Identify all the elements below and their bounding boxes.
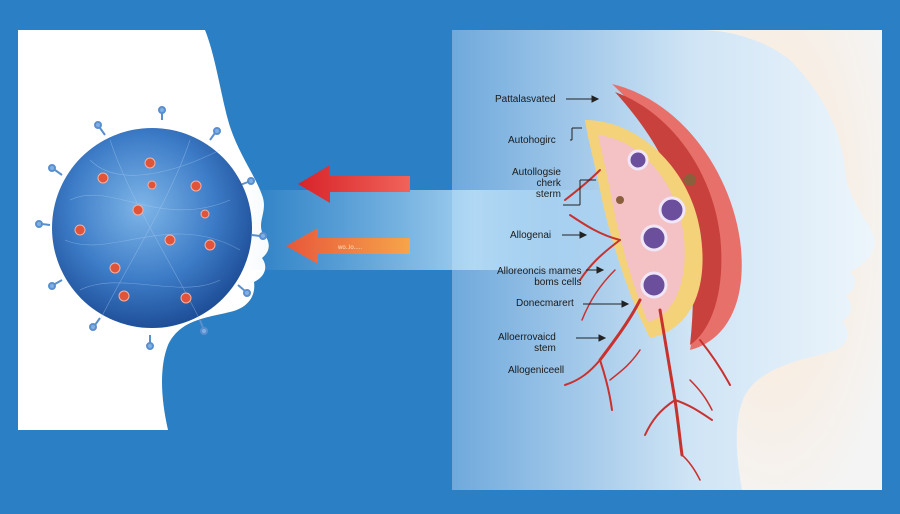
skin-cross-section-icon <box>585 84 742 350</box>
label-pointers <box>562 95 630 342</box>
label-autologsie-line3: sterm <box>535 189 561 200</box>
virus-cell-icon <box>35 106 267 350</box>
label-pattalasvated: Pattalasvated <box>495 94 556 105</box>
label-allogeniceell: Allogeniceell <box>508 365 565 376</box>
arrow-caption: wo..lo..... <box>337 245 362 251</box>
label-autohogirc: Autohogirc <box>508 135 556 146</box>
head-silhouette-right-icon <box>700 30 882 490</box>
label-alloreoncis-line2: boms cells <box>534 277 582 288</box>
label-autologsie-line2: cherk <box>536 178 561 189</box>
label-autologsie-line1: Autollogsie <box>512 167 561 178</box>
blood-vessel-network-icon <box>564 169 731 481</box>
label-alloerrovaicd-line2: stem <box>534 343 556 354</box>
label-alloreoncis-line1: Alloreoncis mames <box>497 266 582 277</box>
label-allogenai: Allogenai <box>510 230 552 241</box>
label-alloerrovaicd: Alloerrovaicd stem <box>498 332 556 354</box>
label-alloerrovaicd-line1: Alloerrovaicd <box>498 332 556 343</box>
label-alloreoncis: Alloreoncis mames boms cells <box>497 266 581 288</box>
label-autologsie: Autollogsie cherk sterm <box>512 167 561 200</box>
label-donecmarert: Donecmarert <box>516 298 574 309</box>
arrow-red-icon <box>298 165 410 203</box>
arrow-orange-icon <box>286 228 410 264</box>
